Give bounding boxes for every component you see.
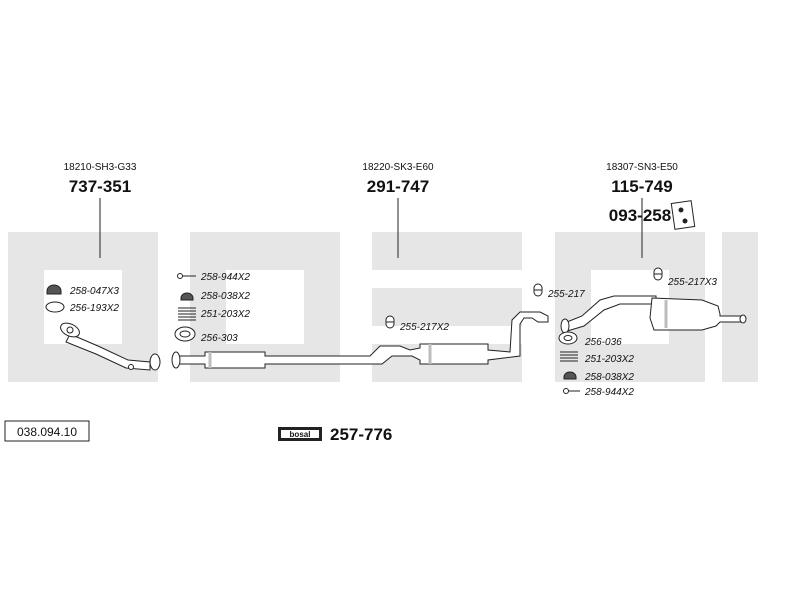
oem-number-middle: 18220-SK3-E60 [362, 162, 434, 173]
part-label-bolt-rear[interactable]: 258-944X2 [584, 387, 634, 398]
part-number-rear-silencer[interactable]: 115-749 [611, 177, 672, 196]
oem-number-rear: 18307-SN3-E50 [606, 162, 678, 173]
part-label-nut-front[interactable]: 258-038X2 [200, 291, 250, 302]
part-label-front-clamp[interactable]: 258-047X3 [69, 286, 119, 297]
hanger-icon [385, 315, 395, 329]
kit-logo-text: bosal [290, 430, 311, 439]
spring-icon [178, 307, 196, 321]
ring-icon [174, 326, 196, 342]
part-label-spring-rear[interactable]: 251-203X2 [584, 354, 634, 365]
part-label-front-gasket[interactable]: 256-193X2 [69, 303, 119, 314]
part-label-hanger-mid[interactable]: 255-217X2 [399, 322, 449, 333]
watermark-counter [226, 270, 304, 344]
rear-silencer [560, 295, 747, 334]
gasket-icon [45, 301, 65, 313]
part-label-ring-front[interactable]: 256-303 [200, 333, 238, 344]
bolt-icon [563, 388, 580, 394]
hanger-icon [653, 267, 663, 281]
part-label-hanger-rear[interactable]: 255-217X3 [667, 277, 717, 288]
part-number-bracket[interactable]: 093-258 [609, 206, 671, 225]
reference-box [4, 420, 90, 442]
part-label-ring-rear[interactable]: 256-036 [584, 337, 622, 348]
oem-number-front: 18210-SH3-G33 [64, 162, 137, 173]
part-number-front-pipe[interactable]: 737-351 [69, 177, 131, 196]
bolt-icon [177, 273, 196, 279]
part-number-middle-silencer[interactable]: 291-747 [367, 177, 429, 196]
bracket-icon [670, 200, 696, 230]
part-label-hanger-rear-pipe[interactable]: 255-217 [547, 289, 585, 300]
part-label-bolt-front[interactable]: 258-944X2 [200, 272, 250, 283]
reference-number: 038.094.10 [17, 425, 77, 439]
spring-icon [560, 351, 578, 362]
middle-pipe [171, 311, 549, 369]
part-label-nut-rear[interactable]: 258-038X2 [584, 372, 634, 383]
hanger-icon [533, 283, 543, 297]
ring-icon [558, 331, 578, 345]
front-pipe [60, 322, 161, 371]
part-label-spring-front[interactable]: 251-203X2 [200, 309, 250, 320]
nut-icon [563, 371, 577, 380]
bosal-logo-badge: bosal [278, 427, 322, 441]
nut-icon [180, 292, 194, 301]
part-number-mounting-kit[interactable]: 257-776 [330, 425, 392, 444]
clamp-icon [46, 284, 62, 295]
